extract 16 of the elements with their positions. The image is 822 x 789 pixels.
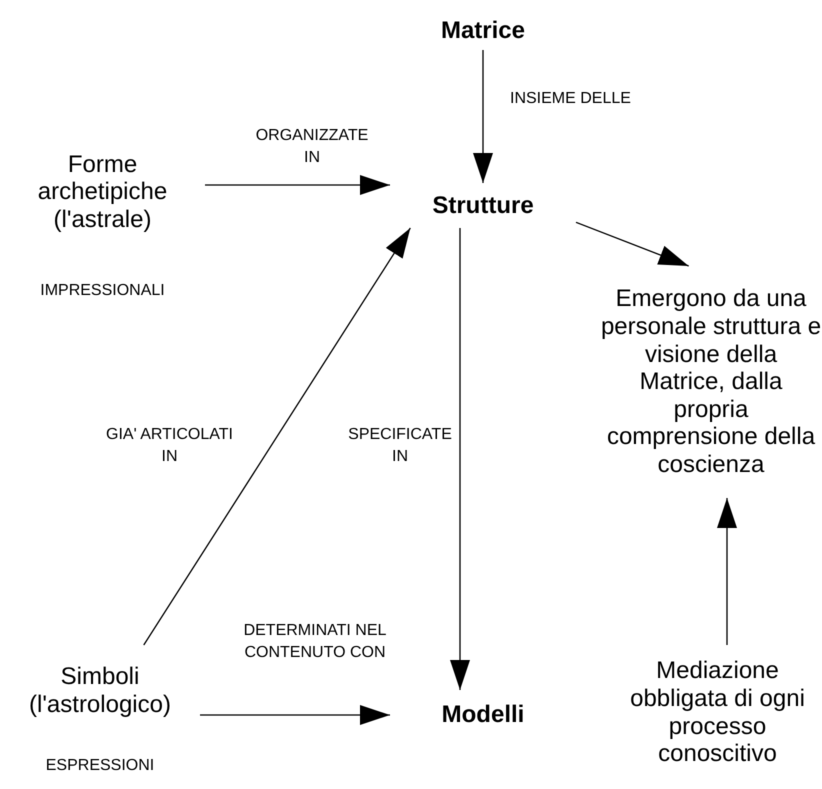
arrow: [200, 705, 390, 725]
concept-text: Emergono da una personale struttura e visione della Matrice, dalla propria comprensione della coscienza: [600, 285, 822, 479]
concept-title: Strutture: [432, 192, 534, 220]
arrow: [717, 498, 737, 645]
concept-title: Modelli: [442, 701, 524, 729]
arrow: [576, 222, 689, 267]
arrow: [473, 50, 493, 183]
concept-text: Forme archetipiche (l'astrale): [36, 150, 168, 234]
annotation-text: IMPRESSIONALI: [39, 282, 166, 300]
concept-text: Simboli (l'astrologico): [28, 663, 172, 719]
arrow: [205, 175, 390, 195]
concept-title: Matrice: [440, 17, 526, 45]
annotation-text: ESPRESSIONI: [44, 757, 156, 775]
arrow: [143, 228, 411, 646]
concept-text: Mediazione obbligata di ogni processo conoscitivo: [629, 657, 806, 768]
arrow: [450, 228, 470, 690]
